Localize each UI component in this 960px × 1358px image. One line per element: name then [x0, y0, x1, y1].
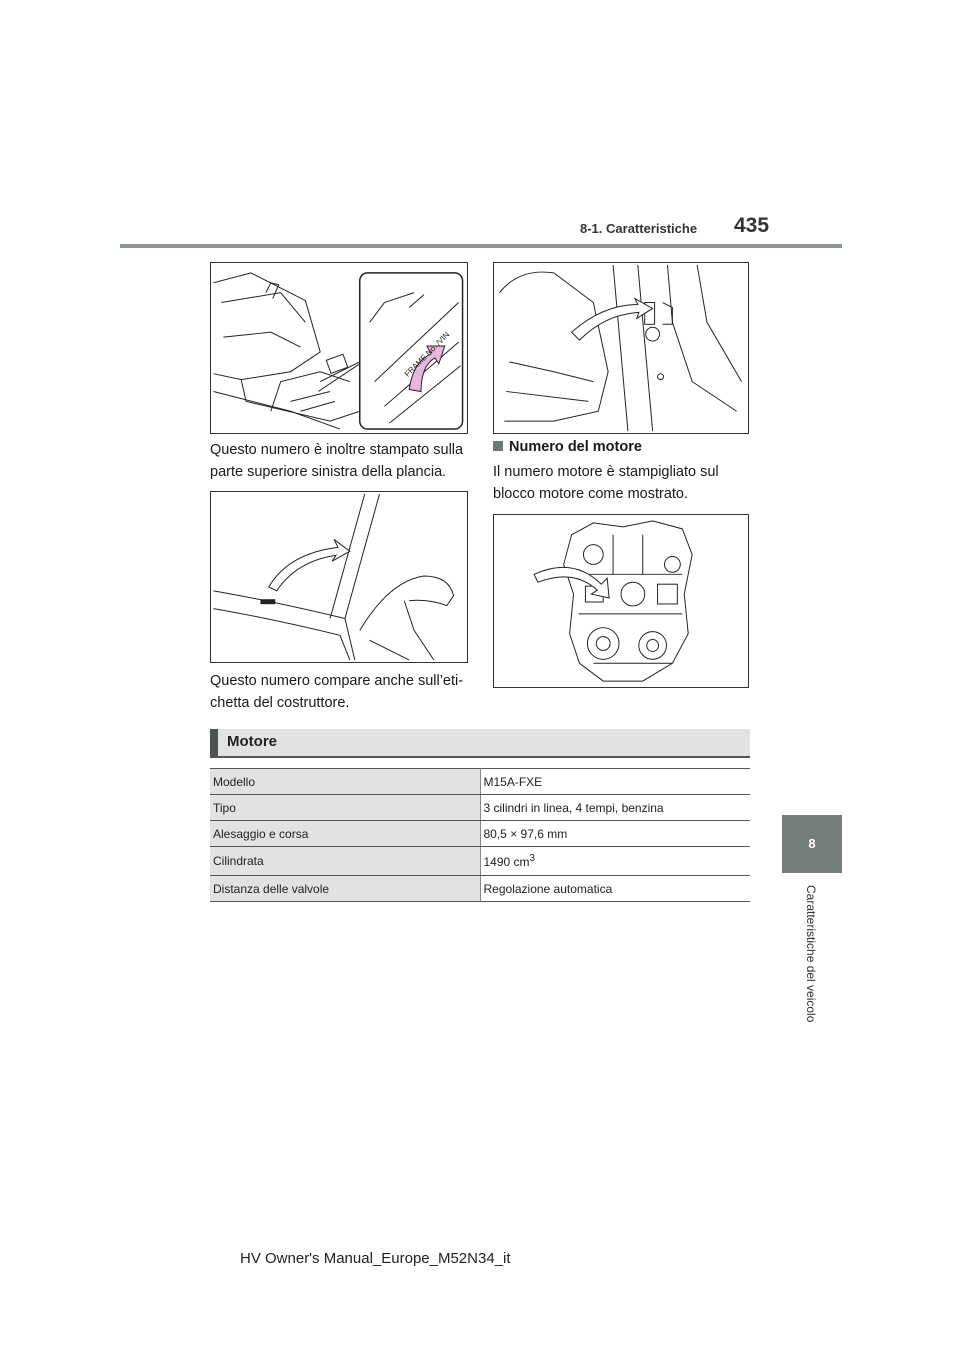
- pillar-plate-illustration: [499, 264, 743, 432]
- header-rule: [120, 244, 842, 248]
- spec-value-cell: 1490 cm3: [480, 846, 750, 876]
- engine-number-note: Il numero motore è stampigliato sul bloc…: [493, 464, 719, 502]
- spec-value: 1490 cm: [483, 855, 530, 869]
- spec-key: Tipo: [210, 794, 481, 821]
- pointer-arrow-icon: [533, 566, 610, 599]
- engine-figure: [493, 514, 749, 688]
- engine-number-heading-text: Numero del motore: [509, 439, 642, 455]
- section-title: Motore: [227, 733, 277, 750]
- manufacturer-label-note: Questo numero compare anche sull’eti-che…: [210, 673, 464, 711]
- engine-spec-table: Modello M15A-FXE Tipo 3 cilindri in line…: [210, 768, 750, 902]
- bullet-square-icon: [493, 441, 503, 451]
- chapter-label: Caratteristiche del veicolo: [804, 885, 820, 1085]
- spec-value: 3 cilindri in linea, 4 tempi, benzina: [480, 794, 750, 821]
- pointer-arrow-icon: [268, 539, 351, 592]
- chapter-tab[interactable]: 8: [782, 815, 842, 873]
- chapter-label-text: Caratteristiche del veicolo: [804, 885, 818, 1023]
- table-row: Modello M15A-FXE: [210, 768, 750, 795]
- spec-value: 80,5 × 97,6 mm: [480, 820, 750, 847]
- table-row: Tipo 3 cilindri in linea, 4 tempi, benzi…: [210, 794, 750, 821]
- section-heading: 8-1. Caratteristiche: [580, 221, 698, 236]
- spec-key: Cilindrata: [210, 846, 481, 876]
- page-number: 435: [734, 214, 770, 237]
- section-marker: [210, 729, 218, 756]
- windshield-figure: [210, 491, 468, 663]
- spec-key: Distanza delle valvole: [210, 875, 481, 902]
- spec-value-superscript: 3: [529, 853, 536, 864]
- engine-number-heading: Numero del motore: [493, 439, 642, 455]
- table-row: Distanza delle valvole Regolazione autom…: [210, 875, 750, 902]
- zoom-inset: [359, 272, 464, 430]
- table-row: Cilindrata 1490 cm3: [210, 846, 750, 876]
- spec-value: M15A-FXE: [480, 768, 750, 795]
- windshield-illustration: [213, 493, 455, 661]
- seat-vin-illustration: FRAME No. /VIN: [213, 272, 464, 430]
- table-row: Alesaggio e corsa 80,5 × 97,6 mm: [210, 820, 750, 847]
- spec-value: Regolazione automatica: [480, 875, 750, 902]
- dashboard-vin-note: Questo numero è inoltre stampato sulla p…: [210, 442, 464, 480]
- spec-key: Alesaggio e corsa: [210, 820, 481, 847]
- pointer-arrow-icon: [570, 297, 654, 341]
- pillar-plate-figure: [493, 262, 749, 434]
- footer-text: HV Owner's Manual_Europe_M52N34_it: [240, 1250, 511, 1267]
- section-header: Motore: [210, 729, 750, 758]
- engine-illustration: [533, 520, 693, 682]
- chapter-number: 8: [808, 836, 816, 851]
- spec-key: Modello: [210, 768, 481, 795]
- highlight-arrow-icon: [408, 345, 446, 393]
- seat-vin-figure: FRAME No. /VIN: [210, 262, 468, 434]
